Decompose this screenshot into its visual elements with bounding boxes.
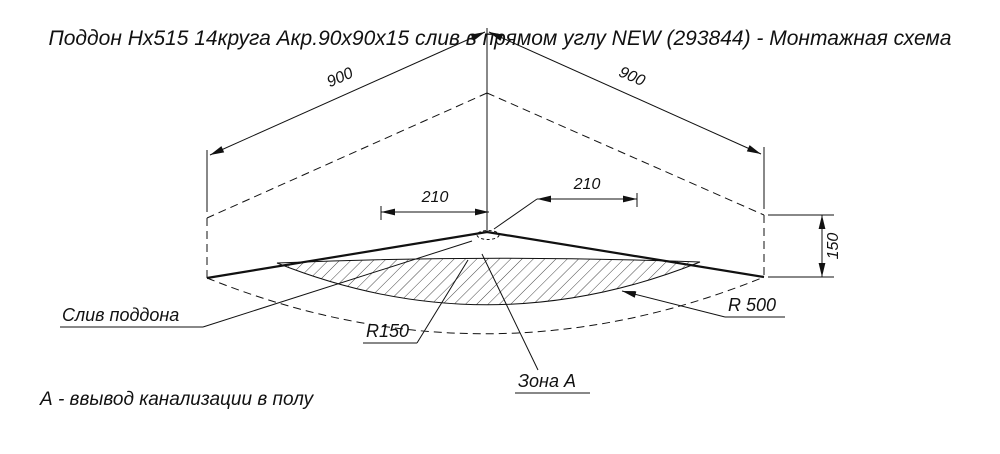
drain-hole [476, 230, 500, 240]
leader-to-drain [493, 198, 538, 230]
dimension-210-left: 210 [380, 189, 489, 220]
zone-a-label-text: Зона А [518, 371, 576, 391]
dimension-value: 210 [421, 189, 449, 206]
r500-label-text: R 500 [728, 295, 776, 315]
legend-note: А - ввывод канализации в полу [39, 389, 315, 410]
label-r500: R 500 [621, 290, 785, 318]
label-drain: Слив поддона [60, 240, 473, 328]
drain-label-text: Слив поддона [62, 305, 179, 325]
apron-hatched-band [276, 257, 701, 306]
front-arc-hidden-edge [206, 276, 765, 335]
page-title: Поддон Hx515 14круга Акр.90x90x15 слив в… [49, 27, 952, 50]
dimension-value: 150 [825, 233, 842, 260]
bottom-corner-edges [206, 230, 765, 280]
top-rim-right-edge [486, 92, 765, 216]
label-r150: R150 [363, 259, 469, 344]
dimension-value: 900 [616, 64, 647, 90]
tray-apron [276, 257, 701, 306]
dimension-210-right: 210 [493, 176, 638, 230]
dimension-line [488, 31, 762, 155]
dimension-value: 900 [325, 65, 356, 91]
leader-line [202, 240, 473, 328]
tray-outline [206, 28, 765, 335]
dimension-900-left: 900 [206, 31, 486, 212]
leader-line [416, 259, 469, 344]
dimension-900-right: 900 [488, 31, 765, 209]
dimension-150-height: 150 [768, 214, 842, 278]
dimension-value: 210 [573, 176, 601, 193]
r150-label-text: R150 [366, 321, 409, 341]
label-zone-a: Зона А [481, 253, 590, 394]
leader-line [481, 253, 539, 371]
leader-line [621, 290, 726, 318]
dimension-line [209, 31, 486, 156]
